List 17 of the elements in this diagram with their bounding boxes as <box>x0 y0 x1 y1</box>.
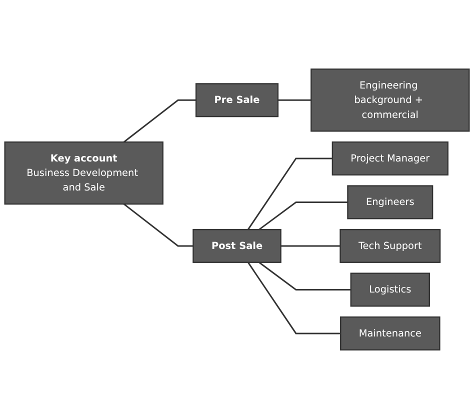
connector <box>280 245 340 247</box>
connector <box>258 262 351 290</box>
node-box: Logistics <box>350 272 430 307</box>
node-box: Maintenance <box>340 316 440 350</box>
connector <box>247 262 341 334</box>
connector <box>247 158 332 230</box>
node-box: Engineers <box>347 185 434 220</box>
node-box: Engineering background + commercial <box>310 68 470 132</box>
connector <box>123 99 196 143</box>
node-box: Post Sale <box>192 228 282 263</box>
node-box: Key account Business Development and Sale <box>4 141 164 205</box>
node-box: Project Manager <box>332 141 448 176</box>
connector <box>123 203 194 247</box>
node-box: Tech Support <box>340 228 441 263</box>
connector <box>258 201 348 230</box>
node-box: Pre Sale <box>195 83 279 118</box>
connector <box>278 99 312 101</box>
